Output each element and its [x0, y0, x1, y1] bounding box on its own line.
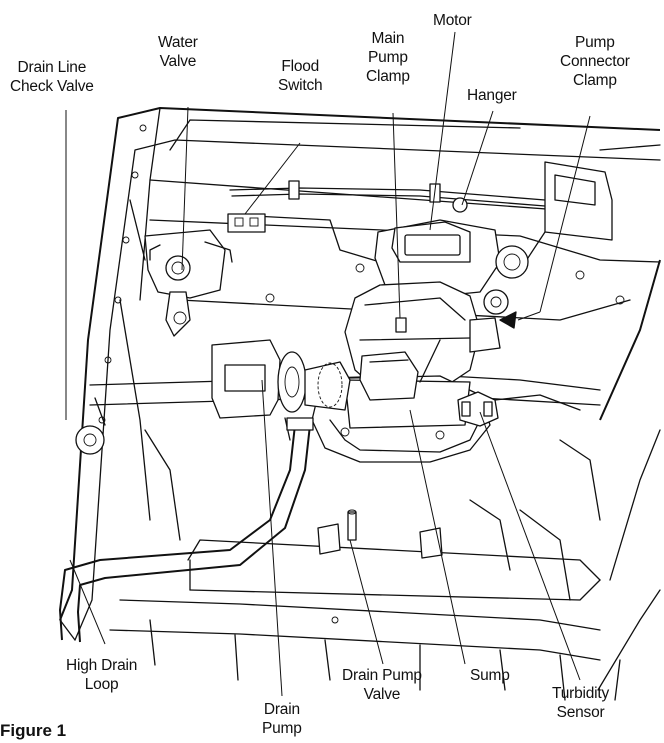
label-turbidity-sensor: Turbidity Sensor [552, 685, 610, 721]
label-high-drain-loop: High Drain Loop [66, 657, 138, 693]
drain-pump-valve-body [317, 509, 443, 559]
label-flood-switch: Flood Switch [278, 58, 323, 94]
label-sump: Sump [470, 667, 510, 684]
label-water-valve: Water Valve [158, 34, 198, 70]
label-drain-line-check-valve: Drain Line Check Valve [10, 59, 94, 95]
leader-lines [65, 31, 591, 697]
drain-hose [59, 417, 314, 643]
turbidity-sensor-body [457, 391, 581, 427]
label-pump-connector-clamp: Pump Connector Clamp [560, 34, 630, 89]
label-drain-pump: Drain Pump [262, 701, 302, 737]
check-valve-body [75, 397, 106, 455]
sump-basin [311, 339, 491, 463]
figure-caption: Figure 1 [0, 721, 67, 740]
label-motor: Motor [433, 12, 472, 29]
connector-bracket [519, 161, 613, 271]
motor-body [374, 219, 529, 315]
label-main-pump-clamp: Main Pump Clamp [366, 30, 410, 85]
label-hanger: Hanger [467, 87, 517, 104]
water-valve-body [144, 229, 233, 337]
flood-switch-body [227, 213, 266, 233]
label-drain-pump-valve: Drain Pump Valve [342, 667, 422, 703]
